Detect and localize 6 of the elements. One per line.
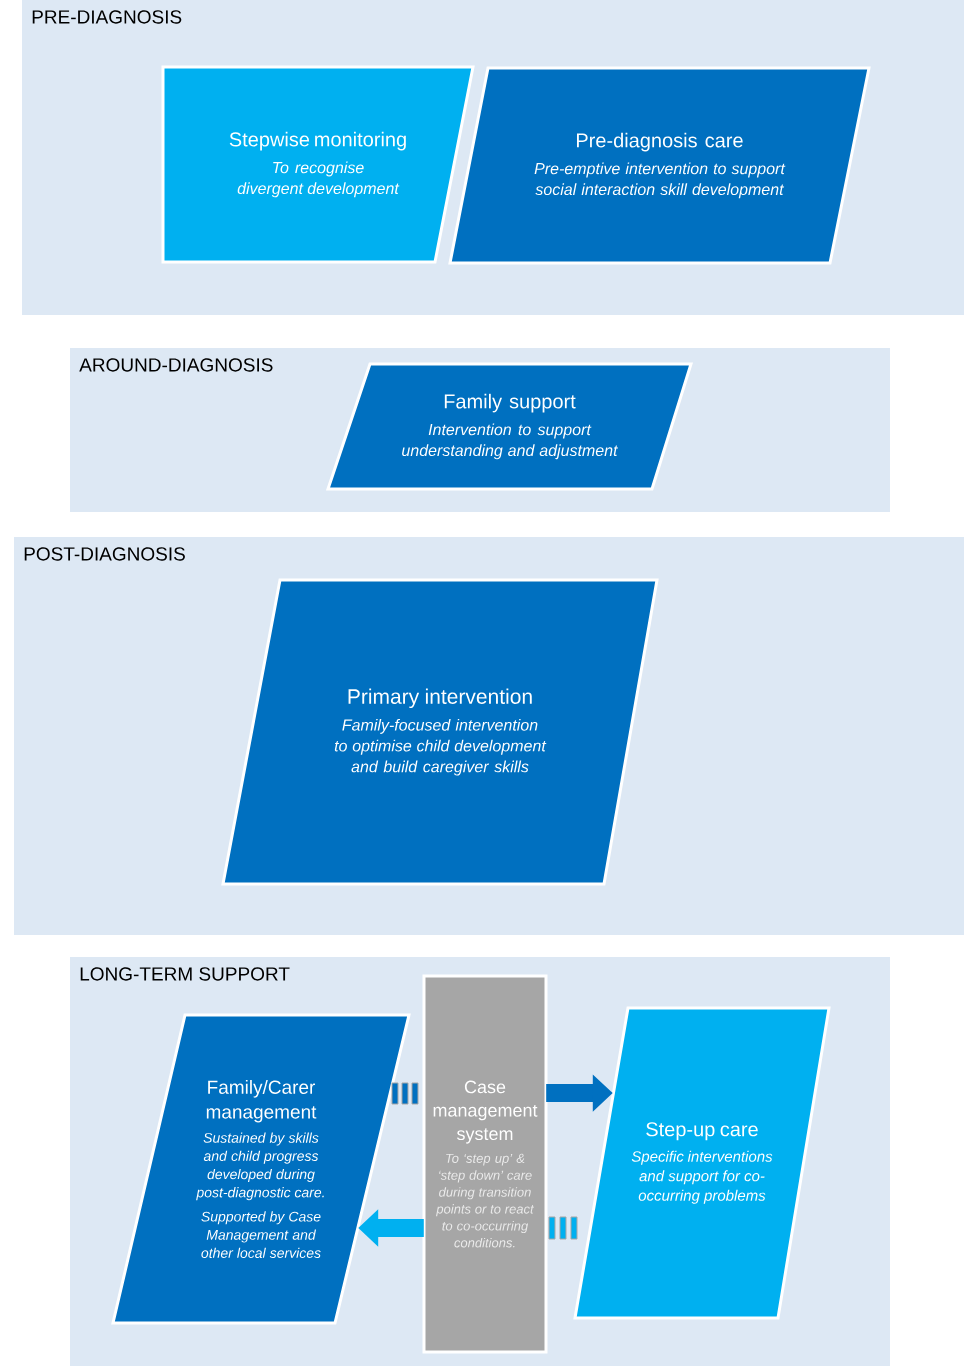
process-box: Step-up care Specific interventions and support for co-occurring problems — [573, 1006, 831, 1320]
process-box: Pre-diagnosis care Pre-emptive intervention to support social interaction skill development — [448, 66, 871, 265]
process-box: Family/Carer management Sustained by skills and child progress developed during post-diagnostic care. Supported by Case Management and other local services — [111, 1013, 411, 1325]
system-bar: Case management system To ‘step up’ & ‘step down’ care during transition points or to react to co-occurring conditions. — [422, 974, 548, 1354]
process-box: Primary intervention Family-focused intervention to optimise child development and build caregiver skills — [221, 578, 659, 886]
process-box: Stepwise monitoring To recognise divergent development — [161, 65, 475, 264]
